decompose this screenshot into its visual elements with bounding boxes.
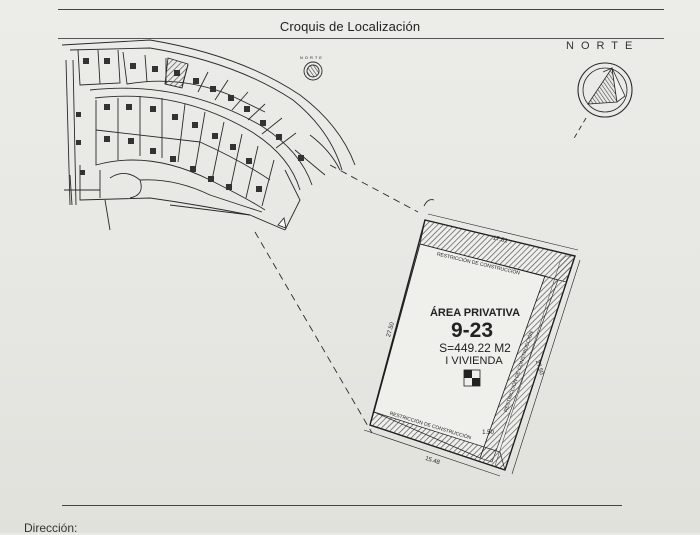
north-arrow-icon [577,62,633,118]
top-rule [58,9,664,10]
lot-heading: ÁREA PRIVATIVA [430,306,520,319]
address-label: Dirección: [24,521,78,535]
dim-corner: 1.50 [482,430,494,436]
dim-right: 27.50 [534,360,545,377]
lot-number: 9-23 [451,319,493,342]
dim-left: 27.50 [386,321,396,338]
small-north-label: NORTE [300,55,324,60]
bottom-rule [62,505,622,506]
page-title: Croquis de Localización [279,19,421,34]
lot-use: I VIVIENDA [445,355,503,367]
dim-bottom: 15.48 [424,456,441,466]
north-label: NORTE [566,40,640,52]
lot-area: S=449.22 M2 [439,341,511,355]
title-rule [58,38,664,39]
subdivision-map [61,39,356,231]
dim-top: 17.81 [492,235,509,244]
lot-plan [363,213,581,477]
